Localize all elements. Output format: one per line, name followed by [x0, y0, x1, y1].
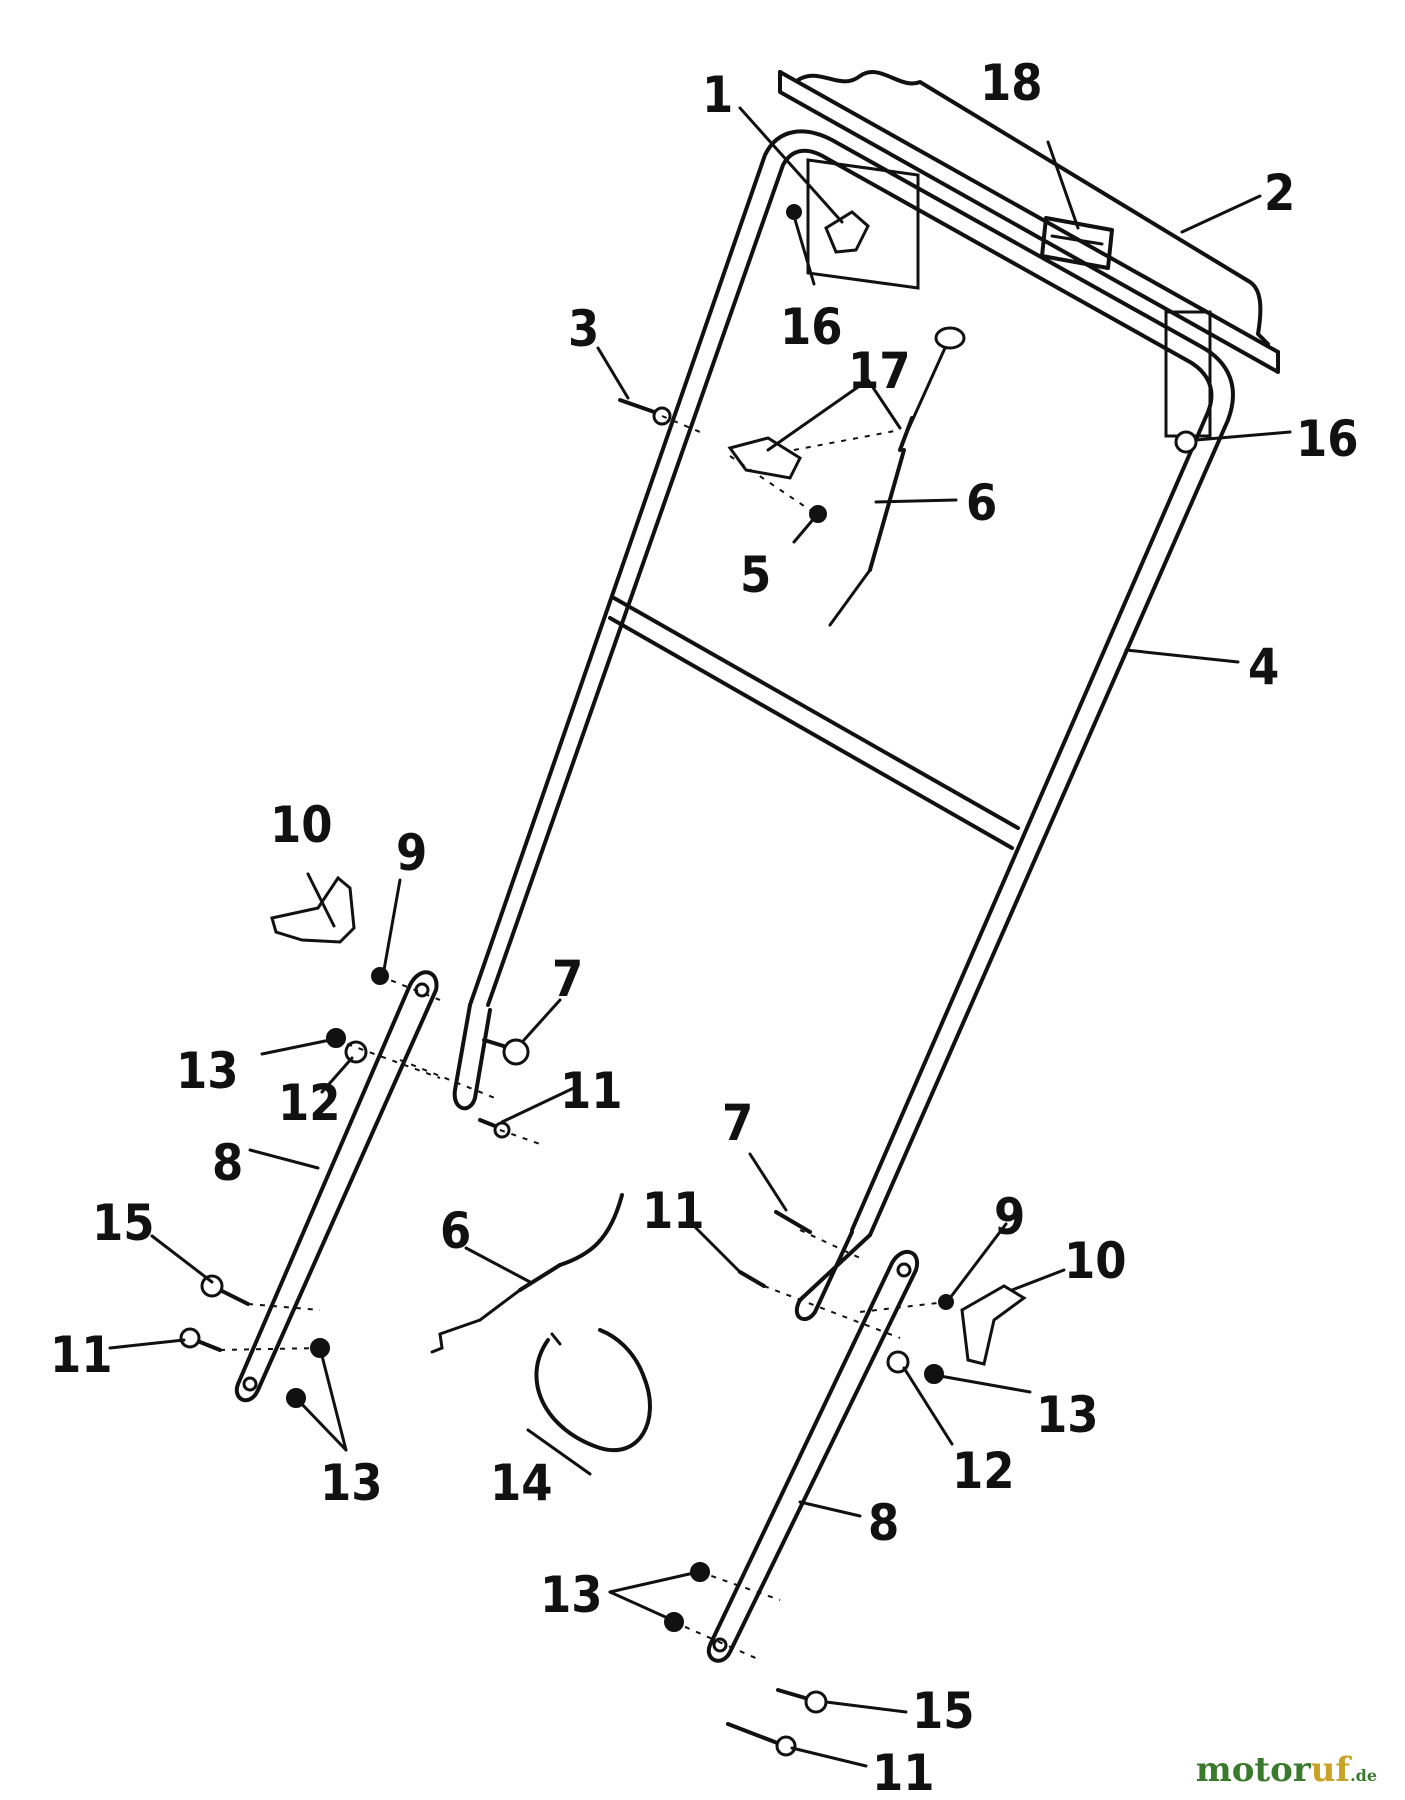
callout-15-right: 15 — [912, 1682, 975, 1740]
callout-18: 18 — [980, 54, 1043, 112]
callout-13-left-upper: 13 — [176, 1042, 239, 1100]
callout-8-left: 8 — [212, 1134, 243, 1192]
callout-9-left: 9 — [396, 824, 427, 882]
callout-11-left-lower: 11 — [50, 1326, 113, 1384]
callout-7-right: 7 — [722, 1094, 753, 1152]
callout-6-upper: 6 — [966, 474, 997, 532]
gasket-plate-right — [1164, 310, 1212, 438]
brand-watermark: motoruf.de — [1196, 1750, 1377, 1790]
callout-11-right-lower: 11 — [872, 1744, 935, 1800]
watermark-accent: uf — [1310, 1750, 1351, 1790]
callout-14: 14 — [490, 1454, 553, 1512]
callout-8-right: 8 — [868, 1494, 899, 1552]
callout-10-right: 10 — [1064, 1232, 1127, 1290]
callout-6-lower: 6 — [440, 1202, 471, 1260]
callout-1: 1 — [702, 66, 733, 124]
leader-lines — [108, 106, 1292, 1768]
callout-labels: 1 18 2 16 3 17 16 6 5 4 10 9 7 13 11 12 … — [50, 54, 1359, 1800]
callout-13-right-lower: 13 — [540, 1566, 603, 1624]
callout-9-right: 9 — [994, 1188, 1025, 1246]
callout-17: 17 — [848, 342, 911, 400]
part-14-clip — [534, 1328, 652, 1452]
callout-13-left-lower: 13 — [320, 1454, 383, 1512]
alignment-lines — [219, 415, 947, 1661]
callout-3: 3 — [568, 300, 599, 358]
callout-7-left: 7 — [552, 950, 583, 1008]
callout-12-left: 12 — [278, 1074, 341, 1132]
callout-15-left: 15 — [92, 1194, 155, 1252]
part-1-clamp — [824, 210, 870, 254]
callout-11-center: 11 — [642, 1182, 705, 1240]
callout-4: 4 — [1248, 638, 1279, 696]
part-17-clamp — [727, 436, 802, 480]
part-10-wing-nut-left — [270, 875, 356, 944]
callout-10-left: 10 — [270, 796, 333, 854]
callout-5: 5 — [740, 546, 771, 604]
part-8-lower-handle-right — [706, 1250, 920, 1663]
callout-11-left-upper: 11 — [560, 1062, 623, 1120]
callout-13-right-upper: 13 — [1036, 1386, 1099, 1444]
callout-16-top: 16 — [780, 298, 843, 356]
callout-16-right: 16 — [1296, 410, 1359, 468]
part-18-decal — [1040, 216, 1114, 270]
watermark-main: motor — [1195, 1750, 1311, 1790]
part-10-wing-nut-right — [960, 1284, 1027, 1366]
part-2-upper-bracket — [778, 70, 1280, 374]
gasket-plate-left — [806, 158, 920, 290]
callout-2: 2 — [1264, 164, 1295, 222]
part-6-upper-cable — [828, 326, 966, 627]
watermark-tld: .de — [1350, 1766, 1377, 1785]
part-6-lower-cable — [430, 1193, 624, 1354]
callout-12-right: 12 — [952, 1442, 1015, 1500]
